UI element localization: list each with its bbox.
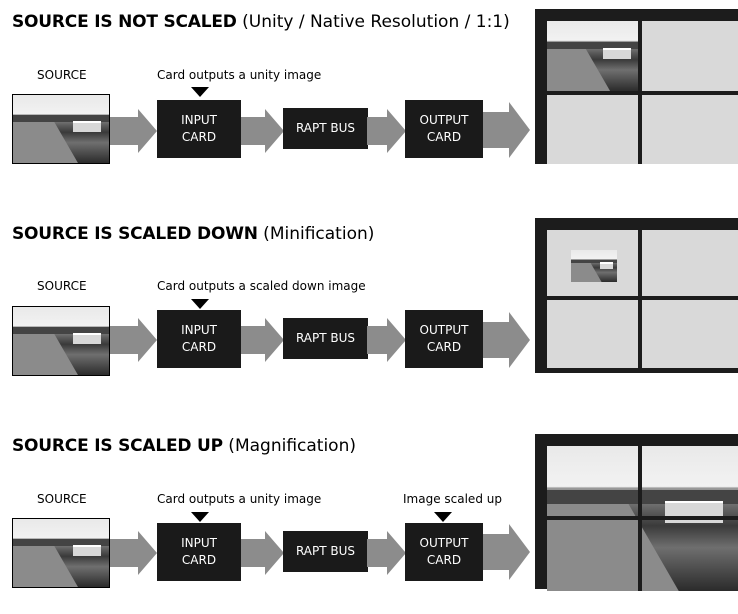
arrow-output-to-display (483, 312, 530, 368)
display-pane (642, 21, 738, 91)
arrow-bus-to-output (367, 531, 406, 575)
source-label: SOURCE (37, 68, 87, 82)
input-card-note: Card outputs a unity image (157, 492, 322, 506)
arrow-bus-to-output (367, 318, 406, 362)
source-label: SOURCE (37, 279, 87, 293)
rapt-bus: RAPT BUS (283, 318, 368, 359)
input-card-marker (191, 299, 209, 309)
input-card-note: Card outputs a scaled down image (157, 279, 366, 293)
arrow-input-to-bus (241, 109, 284, 153)
display-pane (642, 95, 738, 164)
mullion-horizontal (547, 516, 738, 520)
section-scaled-up: SOURCE IS SCALED UP (Magnification) SOUR… (0, 424, 738, 614)
arrow-source-to-input (110, 531, 157, 575)
arrow-source-to-input (110, 109, 157, 153)
source-image (12, 306, 110, 376)
display-wall (535, 434, 738, 591)
arrow-output-to-display (483, 102, 530, 158)
display-wall (535, 218, 738, 373)
source-label: SOURCE (37, 492, 87, 506)
display-pane (547, 21, 638, 91)
arrow-source-to-input (110, 318, 157, 362)
input-card-note: Card outputs a unity image (157, 68, 322, 82)
source-image (12, 94, 110, 164)
display-pane (547, 95, 638, 164)
rapt-bus: RAPT BUS (283, 108, 368, 149)
output-card-marker (434, 512, 452, 522)
arrow-input-to-bus (241, 318, 284, 362)
section-title: SOURCE IS SCALED DOWN (Minification) (12, 224, 375, 244)
display-pane (642, 300, 738, 368)
arrow-bus-to-output (367, 109, 406, 153)
display-wall (535, 9, 738, 164)
section-title: SOURCE IS SCALED UP (Magnification) (12, 436, 356, 456)
unity-image (547, 21, 638, 91)
input-card-marker (191, 87, 209, 97)
display-pane (547, 230, 638, 296)
rapt-bus: RAPT BUS (283, 531, 368, 572)
input-card-marker (191, 512, 209, 522)
section-not-scaled: SOURCE IS NOT SCALED (Unity / Native Res… (0, 0, 738, 190)
arrow-output-to-display (483, 524, 530, 580)
output-card-note: Image scaled up (403, 492, 502, 506)
source-image (12, 518, 110, 588)
display-pane (547, 300, 638, 368)
arrow-input-to-bus (241, 531, 284, 575)
section-title: SOURCE IS NOT SCALED (Unity / Native Res… (12, 12, 510, 32)
section-scaled-down: SOURCE IS SCALED DOWN (Minification) SOU… (0, 212, 738, 402)
display-pane (642, 230, 738, 296)
scaled-down-image (571, 250, 617, 282)
